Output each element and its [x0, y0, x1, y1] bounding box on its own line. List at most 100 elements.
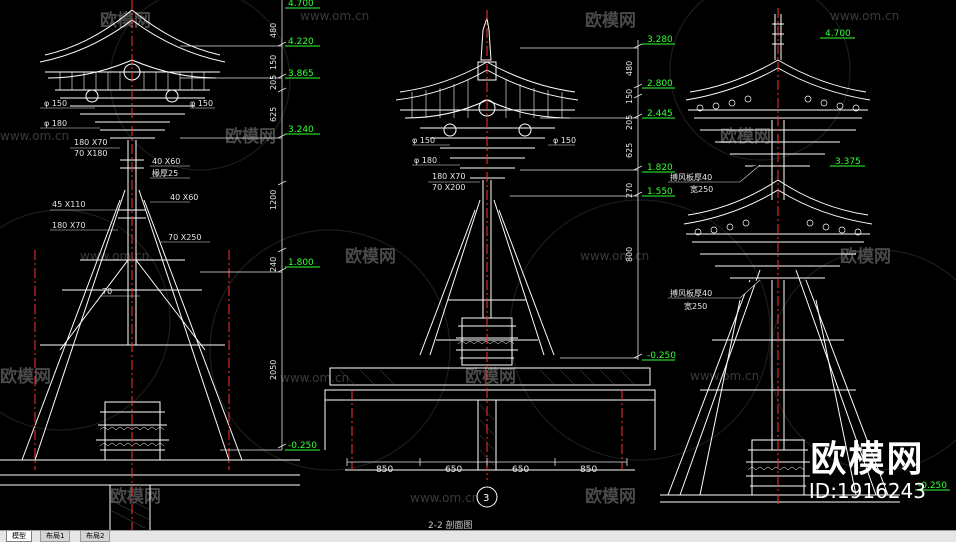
left-elevation-marks: [285, 7, 320, 451]
watermark-brand: 欧模网: [0, 366, 51, 387]
dimension-label: 240: [269, 257, 278, 272]
brand-name: 欧模网: [810, 439, 925, 480]
member-label: φ 180: [414, 156, 437, 165]
middle-elevation-marks: [642, 43, 675, 361]
middle-centerline: [351, 10, 623, 480]
watermark-brand: 欧模网: [465, 366, 516, 387]
watermark-brand: 欧模网: [225, 126, 276, 147]
elevation-label: 3.865: [288, 69, 314, 79]
member-label: φ 150: [44, 99, 67, 108]
left-elevation-labels: 4.700 4.220 3.865 3.240 1.800 -0.250: [288, 0, 317, 451]
dimension-label: 625: [269, 107, 278, 122]
left-leader-lines: [40, 107, 215, 297]
member-label: 70 X250: [168, 233, 201, 242]
member-label: φ 150: [553, 136, 576, 145]
member-label: 宽250: [684, 301, 707, 311]
left-hatch: [109, 489, 151, 529]
dimension-label: 205: [269, 75, 278, 90]
dimension-label: 480: [269, 23, 278, 38]
layout-tab-bar: 模型 布局1 布局2: [0, 530, 956, 542]
member-label: 180 X70: [74, 138, 107, 147]
dimension-label: 800: [625, 247, 634, 262]
middle-member-labels: φ 150 φ 150 φ 180 180 X70 70 X200: [412, 136, 576, 192]
member-label: 70 X180: [74, 149, 107, 158]
tab-layout1[interactable]: 布局1: [40, 531, 71, 542]
elevation-label: -0.250: [288, 441, 317, 451]
left-member-labels: φ 150 φ 150 φ 180 180 X70 70 X180 40 X60…: [44, 99, 213, 296]
watermark-url: www.om.cn: [300, 9, 369, 23]
member-label: φ 150: [190, 99, 213, 108]
member-label: 宽250: [690, 184, 713, 194]
right-elevation-marks: [820, 37, 950, 491]
watermark-url: www.om.cn: [80, 249, 149, 263]
dimension-label: 270: [625, 183, 634, 198]
dimension-label: 1200: [269, 190, 278, 210]
right-bead-ornaments: [694, 95, 862, 236]
elevation-label: -0.250: [918, 481, 947, 491]
watermark-brand: 欧模网: [110, 486, 161, 507]
watermark-brands: 欧模网 欧模网 欧模网 欧模网 欧模网 欧模网 欧模网 欧模网 欧模网 欧模网: [0, 10, 891, 507]
dimension-label: 650: [445, 465, 462, 475]
elevation-label: 2.800: [647, 79, 673, 89]
member-label: 搏风板厚40: [670, 172, 712, 182]
right-leader-lines: [668, 164, 761, 299]
right-member-labels: 搏风板厚40 宽250 搏风板厚40 宽250: [670, 172, 713, 311]
cad-drawing-canvas[interactable]: www.om.cn www.om.cn www.om.cn www.om.cn …: [0, 0, 956, 530]
elevation-label: 3.240: [288, 125, 314, 135]
dimension-label: 205: [625, 115, 634, 130]
member-label: 40 X60: [152, 157, 180, 166]
section-title: 2-2 剖面图: [428, 519, 473, 530]
member-label: φ 150: [412, 136, 435, 145]
watermark-brand: 欧模网: [585, 10, 636, 31]
watermarks: www.om.cn www.om.cn www.om.cn www.om.cn …: [0, 9, 899, 505]
dimension-label: 625: [625, 143, 634, 158]
watermark-url: www.om.cn: [0, 129, 69, 143]
watermark-brand: 欧模网: [720, 126, 771, 147]
middle-dimension-labels: 480 150 205 625 270 800: [625, 61, 634, 262]
elevation-label: 3.375: [835, 157, 861, 167]
left-dimension-labels: 480 150 205 625 1200 240 2050: [269, 23, 278, 380]
tab-model[interactable]: 模型: [6, 531, 32, 542]
elevation-label: 2.445: [647, 109, 673, 119]
left-elevation-view: [0, 9, 300, 530]
watermark-url: www.om.cn: [580, 249, 649, 263]
dimension-label: 150: [625, 89, 634, 104]
middle-dimension-chain: [346, 40, 643, 466]
elevation-label: 4.700: [825, 29, 851, 39]
elevation-label: 1.820: [647, 163, 673, 173]
right-elevation-labels: 4.700 3.375 -0.250: [825, 29, 947, 491]
elevation-label: 4.220: [288, 37, 314, 47]
watermark-url: www.om.cn: [280, 371, 349, 385]
watermark-brand: 欧模网: [585, 486, 636, 507]
left-centerline: [34, 0, 230, 530]
watermark-brand: 欧模网: [840, 246, 891, 267]
member-label: 椽厚25: [152, 168, 178, 178]
brand-id: ID:1916243: [808, 479, 926, 503]
tab-layout2[interactable]: 布局2: [80, 531, 111, 542]
section-number: 3: [483, 493, 489, 504]
elevation-label: 4.700: [288, 0, 314, 9]
member-label: 40 X60: [170, 193, 198, 202]
dimension-label: 650: [512, 465, 529, 475]
dimension-label: 150: [269, 55, 278, 70]
middle-leader-lines: [412, 144, 575, 183]
member-label: 搏风板厚40: [670, 288, 712, 298]
watermark-brand: 欧模网: [345, 246, 396, 267]
dimension-label: 850: [376, 465, 393, 475]
member-label: 180 X70: [52, 221, 85, 230]
watermark-url: www.om.cn: [830, 9, 899, 23]
member-label: 70: [102, 287, 112, 296]
watermark-pattern: [0, 0, 956, 471]
left-dimension-chain: [180, 0, 287, 451]
middle-bottom-dimension-labels: 850 650 650 850: [376, 465, 597, 475]
brand-stamp: 欧模网 ID:1916243: [808, 439, 926, 503]
elevation-label: 1.550: [647, 187, 673, 197]
dimension-label: 850: [580, 465, 597, 475]
dimension-label: 480: [625, 61, 634, 76]
member-label: φ 180: [44, 119, 67, 128]
member-label: 45 X110: [52, 200, 85, 209]
elevation-label: -0.250: [647, 351, 676, 361]
middle-elevation-labels: 3.280 2.800 2.445 1.820 1.550 -0.250: [647, 35, 676, 361]
member-label: 180 X70: [432, 172, 465, 181]
elevation-label: 3.280: [647, 35, 673, 45]
